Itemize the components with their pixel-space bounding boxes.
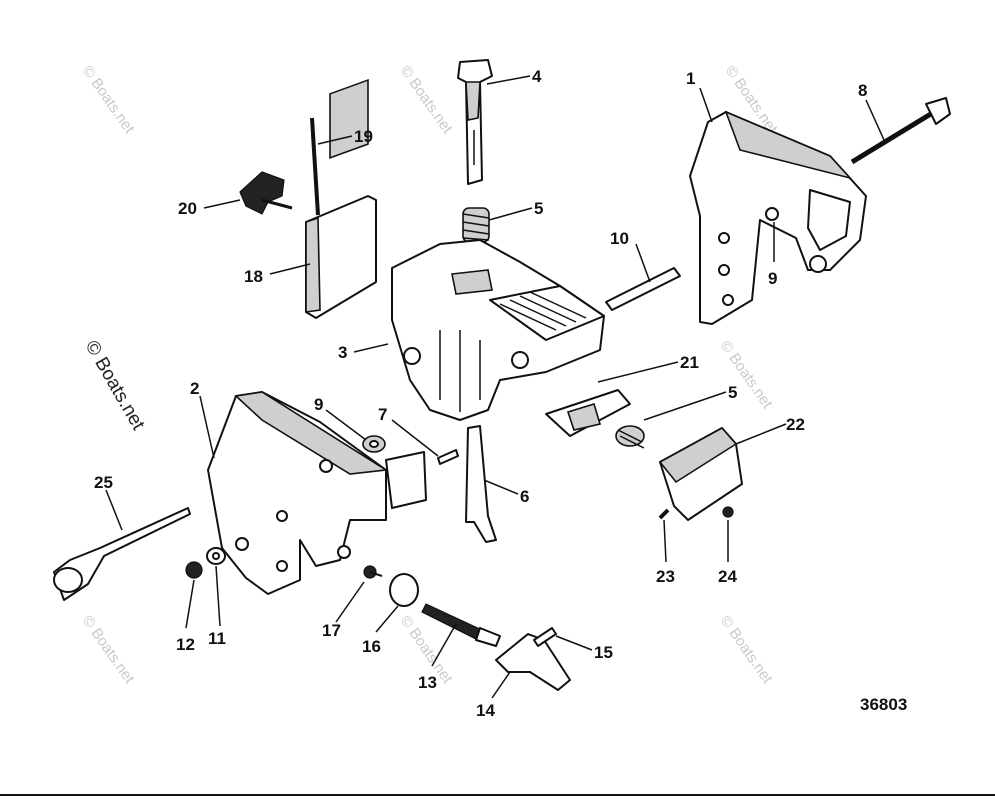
part-13-spring-rod (421, 603, 501, 647)
callout-20: 20 (178, 199, 197, 218)
watermark-dark: © Boats.net (81, 337, 149, 434)
callout-8: 8 (858, 81, 867, 100)
part-20-cam (239, 171, 293, 215)
callout-1: 1 (686, 69, 695, 88)
part-5-spring-top (462, 207, 490, 243)
callout-22: 22 (786, 415, 805, 434)
callout-11: 11 (208, 629, 226, 648)
callout-23: 23 (656, 567, 675, 586)
watermark: © Boats.net (79, 613, 138, 688)
callout-14: 14 (476, 701, 495, 720)
callout-21: 21 (680, 353, 699, 372)
callout-3: 3 (338, 343, 347, 362)
part-8-bolt (850, 97, 951, 165)
figure-number: 36803 (860, 695, 907, 714)
part-1-clamp-bracket (689, 110, 867, 325)
part-16-knob (389, 573, 419, 607)
part-3-swivel-housing (391, 239, 605, 421)
part-24-screw (722, 506, 734, 518)
callout-2: 2 (190, 379, 199, 398)
callout-13: 13 (418, 673, 437, 692)
watermark: © Boats.net (717, 613, 776, 688)
part-18-hinge-bracket (305, 78, 377, 319)
part-5-spring-right (615, 425, 645, 449)
part-23-pin (658, 508, 670, 520)
part-6-lock-lever (465, 425, 497, 543)
part-11-washer (206, 547, 226, 565)
callout-25: 25 (94, 473, 113, 492)
watermark: © Boats.net (717, 338, 776, 413)
part-25-tilt-pin (53, 507, 191, 601)
bottom-rule (0, 794, 995, 796)
part-7-pin (437, 449, 459, 465)
part-12-nut (185, 561, 203, 579)
callout-17: 17 (322, 621, 341, 640)
part-4-plunger (457, 59, 493, 185)
callout-10: 10 (610, 229, 629, 248)
part-17-screw (363, 565, 383, 579)
part-21-lock-plate (545, 389, 631, 437)
watermark: © Boats.net (397, 63, 456, 138)
callout-4: 4 (532, 67, 542, 86)
callout-12: 12 (176, 635, 195, 654)
callout-6: 6 (520, 487, 529, 506)
callout-7: 7 (378, 405, 387, 424)
callout-5: 5 (534, 199, 543, 218)
part-22-cover (658, 426, 743, 521)
leader-lines (105, 75, 885, 699)
callout-16: 16 (362, 637, 381, 656)
part-9-washer (362, 435, 386, 453)
callout-15: 15 (594, 643, 613, 662)
callout-9: 9 (314, 395, 323, 414)
callout-19: 19 (354, 127, 373, 146)
callout-18: 18 (244, 267, 263, 286)
callout-5: 5 (728, 383, 737, 402)
part-14-lever (495, 633, 571, 691)
callout-9: 9 (768, 269, 777, 288)
watermark: © Boats.net (79, 63, 138, 138)
callout-24: 24 (718, 567, 737, 586)
callout-labels: 1 2 3 4 5 5 6 7 8 9 9 10 11 12 13 14 15 … (94, 67, 867, 720)
part-10-pin (605, 267, 681, 311)
part-2-clamp-bracket (207, 391, 427, 595)
part-15-pin (533, 627, 557, 647)
part-19-rod (310, 117, 320, 216)
